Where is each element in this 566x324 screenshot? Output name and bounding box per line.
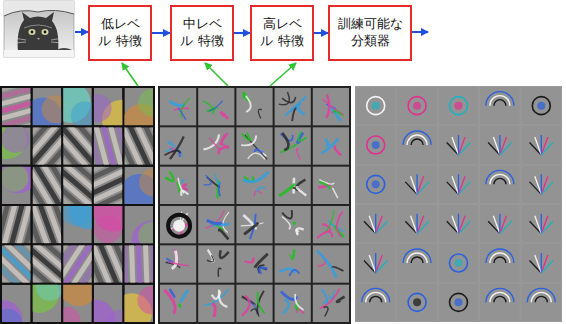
mid-level-filters — [158, 86, 351, 324]
flow-arrow — [314, 32, 328, 34]
process-box: 中レベル 特徴 — [170, 5, 234, 61]
leader-line — [205, 63, 228, 86]
box-label: 中レベル 特徴 — [177, 16, 227, 50]
leader-line — [270, 63, 296, 86]
cat-photo — [4, 1, 74, 57]
process-box: 高レベル 特徴 — [250, 5, 314, 61]
process-box: 低レベル 特徴 — [88, 5, 152, 61]
flow-arrow — [152, 32, 170, 34]
flow-arrow — [234, 32, 250, 34]
input-arrow — [75, 31, 88, 33]
box-label: 訓練可能な 分類器 — [335, 16, 405, 50]
process-box: 訓練可能な 分類器 — [328, 5, 412, 61]
box-label: 高レベル 特徴 — [257, 16, 307, 50]
low-level-filters — [0, 77, 173, 324]
leader-line — [122, 63, 138, 86]
high-level-filters — [355, 86, 562, 322]
output-arrow — [412, 31, 428, 33]
box-label: 低レベル 特徴 — [95, 16, 145, 50]
